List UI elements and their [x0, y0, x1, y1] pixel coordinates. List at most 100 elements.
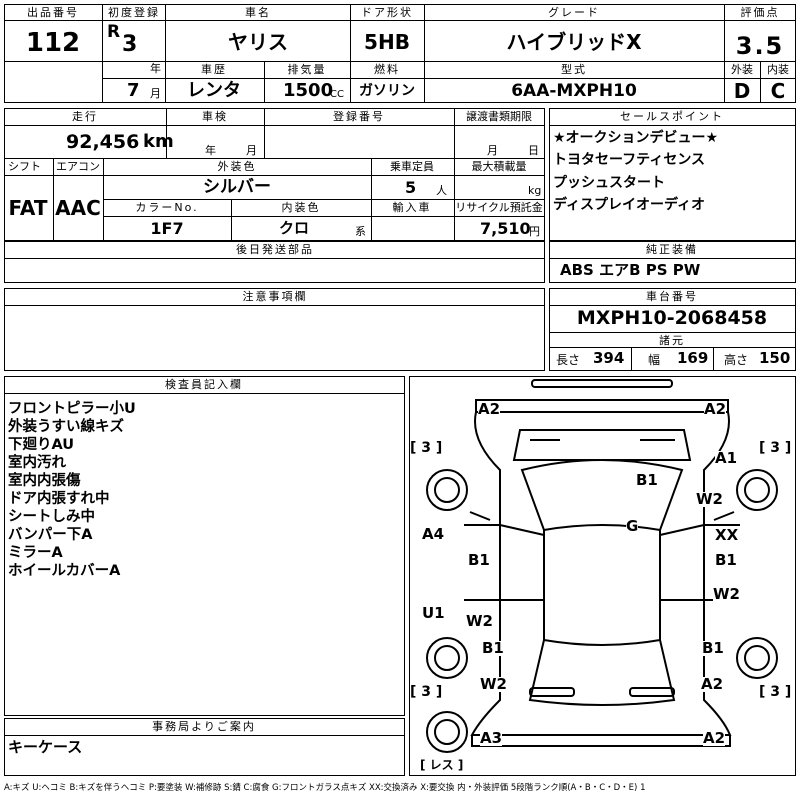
inspector-note-line: シートしみ中 — [8, 509, 95, 525]
recycle-header: リサイクル預託金 — [455, 201, 543, 214]
notes-box — [4, 288, 545, 371]
tire-front-right — [736, 469, 778, 511]
car-name-header: 車名 — [245, 6, 271, 19]
capacity-header: 乗車定員 — [390, 160, 434, 173]
inspection-header: 車検 — [202, 110, 228, 123]
history-value: レンタ — [187, 80, 241, 101]
tire-fr-label: [ 3 ] — [759, 440, 792, 456]
int-color-value: クロ — [278, 219, 310, 237]
diagram-box — [409, 376, 796, 776]
sales-points-header: セールスポイント — [620, 110, 724, 123]
score-header: 評価点 — [740, 6, 780, 19]
left-door-panel — [464, 524, 501, 601]
capacity-value: 5 — [405, 178, 417, 197]
interior-grade-value: C — [770, 79, 786, 103]
model-header: 型式 — [561, 63, 587, 76]
door-value: 5HB — [364, 30, 410, 54]
int-color-header: 内装色 — [281, 201, 321, 214]
inspector-note-line: ドア内張すれ中 — [8, 491, 110, 507]
cc-unit: CC — [330, 89, 344, 100]
front-bumper — [475, 399, 729, 413]
aircon-header: エアコン — [56, 160, 100, 173]
inspector-note-line: ミラーA — [8, 545, 63, 561]
displacement-value: 1500 — [283, 80, 334, 101]
door-header: ドア形状 — [361, 6, 413, 19]
year-unit: 年 — [150, 62, 161, 75]
inspector-box — [4, 376, 405, 716]
notes-header: 注意事項欄 — [242, 290, 308, 303]
damage-mark-left-rear-door: W2 — [466, 612, 493, 630]
later-parts-box — [4, 241, 545, 283]
tire-rear-right — [736, 637, 778, 679]
length-value: 394 — [593, 349, 625, 367]
specs-header: 諸元 — [659, 334, 685, 347]
import-header: 輸入車 — [392, 201, 432, 214]
damage-mark-right-rear-corner: A2 — [701, 675, 724, 693]
damage-mark-front-right-corner: A1 — [715, 449, 738, 467]
genuine-equipment-box — [549, 241, 796, 283]
capacity-unit: 人 — [436, 184, 447, 197]
exterior-grade-value: D — [733, 79, 751, 103]
grade-header: グレード — [548, 6, 600, 19]
damage-mark-left-lower: U1 — [422, 604, 445, 622]
shift-value: FAT — [8, 196, 48, 220]
spare-tire-label: [ レス ] — [420, 758, 464, 772]
damage-mark-left-rear-panel: B1 — [482, 639, 504, 657]
fuel-header: 燃料 — [374, 63, 400, 76]
shift-header: シフト — [8, 160, 41, 173]
year-value: 3 — [122, 32, 138, 57]
deadline-month-unit: 月 — [487, 144, 498, 157]
score-value: 3.5 — [735, 32, 785, 60]
legend: A:キズ U:ヘコミ B:キズを伴うヘコミ P:要塗装 W:補修跡 S:錆 C:… — [4, 783, 646, 793]
inspector-note-line: 外装うすい線キズ — [8, 419, 124, 435]
damage-mark-rear-right: A2 — [703, 729, 726, 747]
month-value: 7 — [127, 80, 140, 101]
fuel-value: ガソリン — [359, 83, 415, 99]
first-reg-header: 初度登録 — [108, 6, 160, 19]
sales-point-4: ディスプレイオーディオ — [553, 197, 706, 213]
interior-header: 内装 — [767, 63, 789, 76]
era-value: R — [107, 22, 121, 42]
color-no-value: 1F7 — [150, 219, 184, 238]
damage-mark-left-side: A4 — [422, 525, 445, 543]
damage-mark-right-rear-panel: B1 — [702, 639, 724, 657]
color-no-header: カラーNo. — [135, 201, 199, 214]
tire-fl-label: [ 3 ] — [410, 440, 443, 456]
width-label: 幅 — [648, 353, 661, 367]
damage-mark-front-left: A2 — [478, 400, 501, 418]
rear-light-left — [529, 687, 575, 697]
damage-mark-right-side: XX — [715, 526, 739, 544]
genuine-header: 純正装備 — [646, 243, 698, 256]
genuine-equipment-value: ABS エアB PS PW — [560, 261, 701, 279]
damage-mark-roof: G — [626, 517, 639, 535]
ext-color-header: 外装色 — [217, 160, 257, 173]
damage-mark-hood: B1 — [636, 471, 658, 489]
sales-point-2: トヨタセーフティセンス — [553, 152, 706, 168]
car-name-value: ヤリス — [228, 30, 288, 54]
deadline-day-unit: 日 — [528, 144, 539, 157]
tire-rl-label: [ 3 ] — [410, 684, 443, 700]
inspector-note-line: バンパー下A — [8, 527, 93, 543]
kg-unit: kg — [528, 184, 542, 197]
month-unit: 月 — [150, 87, 161, 100]
damage-mark-front-right-fender: W2 — [696, 490, 723, 508]
int-color-suffix: 系 — [355, 225, 366, 238]
header-block — [4, 4, 796, 103]
history-header: 車歴 — [201, 63, 227, 76]
damage-mark-left-front-door: B1 — [468, 551, 490, 569]
chassis-value: MXPH10-2068458 — [576, 307, 768, 329]
lot-no-header: 出品番号 — [27, 6, 79, 19]
rear-light-right — [629, 687, 675, 697]
inspector-note-line: 下廻りAU — [8, 437, 75, 453]
tire-front-left — [426, 469, 468, 511]
lot-no-value: 112 — [25, 28, 81, 58]
hood-panel — [512, 429, 692, 461]
roof-panel — [543, 530, 661, 646]
height-value: 150 — [759, 349, 791, 367]
aircon-value: AAC — [55, 196, 101, 220]
chassis-box — [549, 288, 796, 371]
damage-mark-right-front-door: B1 — [715, 551, 737, 569]
inspector-note-line: ホイールカバーA — [8, 563, 121, 579]
office-note: キーケース — [8, 738, 83, 756]
spare-tire — [426, 711, 468, 753]
